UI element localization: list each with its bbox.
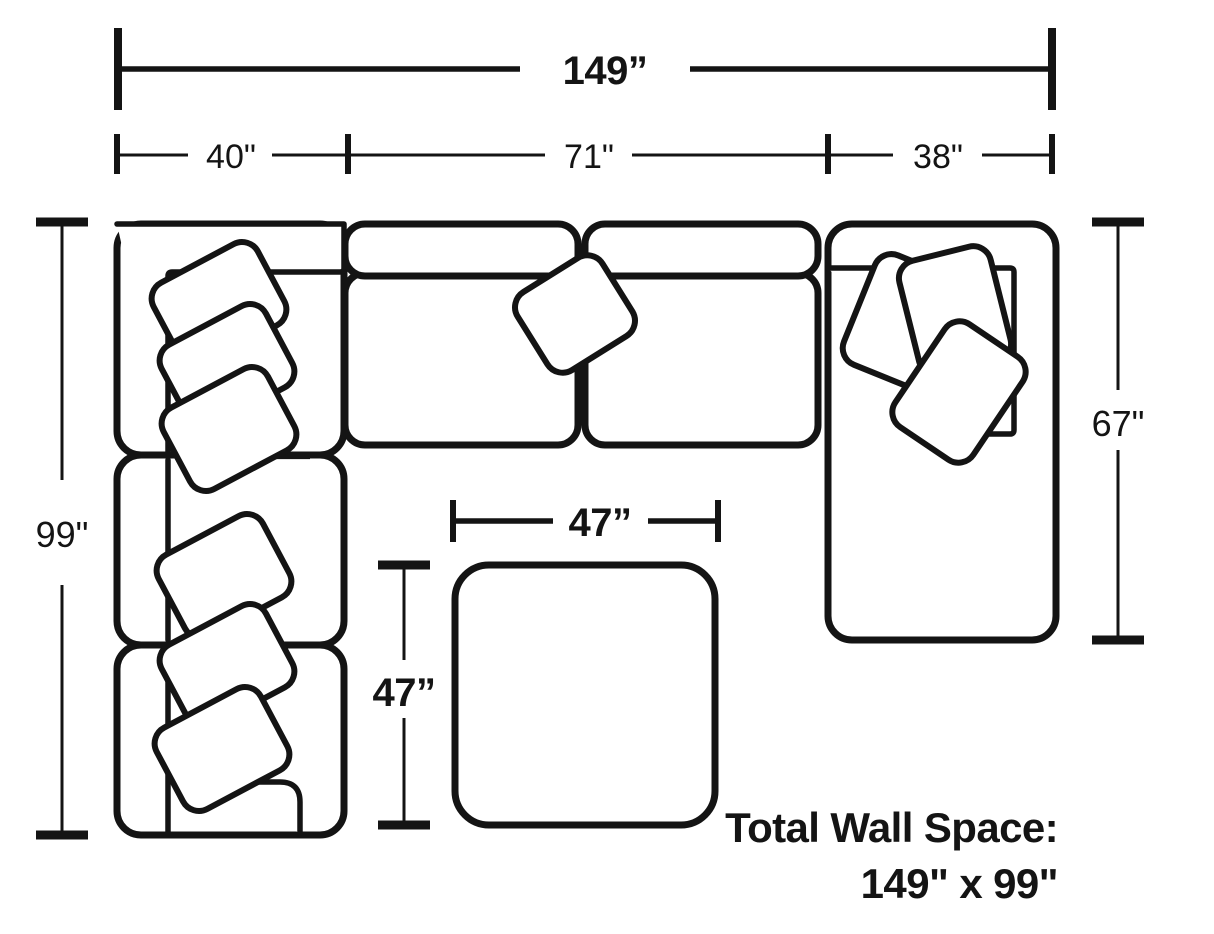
dimension-overall-width: 149” (114, 28, 1056, 110)
wall-space-line-1: Total Wall Space: (725, 804, 1058, 851)
left-run-pillows (148, 239, 300, 814)
center-seat-left-backrest (341, 220, 582, 280)
dimension-overall-depth: 99" (36, 217, 89, 840)
dim-label-segment-middle: 71" (564, 138, 614, 176)
dim-label-segment-left: 40" (206, 138, 256, 176)
pillow-left-6 (151, 684, 293, 814)
dim-label-ottoman-width: 47” (569, 501, 632, 545)
piece-ottoman[interactable] (451, 561, 719, 829)
dimension-ottoman-width: 47” (450, 500, 721, 545)
pillow-left-3 (158, 364, 300, 494)
pillow-right-3 (889, 318, 1029, 466)
pillow-center-1 (512, 252, 638, 376)
center-seat-right-backrest (581, 220, 822, 280)
wall-space-line-2: 149" x 99" (861, 860, 1058, 907)
dim-label-overall-width: 149” (563, 49, 648, 93)
dim-label-segment-right: 38" (913, 138, 963, 176)
dimension-right-depth: 67" (1092, 217, 1145, 645)
dim-label-ottoman-depth: 47” (373, 671, 436, 715)
right-chaise-pillows (839, 243, 1029, 466)
dimension-width-segments: 40" 71" 38" (114, 134, 1055, 176)
dimension-ottoman-depth: 47” (373, 560, 436, 830)
center-sofa-run[interactable] (341, 220, 822, 449)
total-wall-space-caption: Total Wall Space: 149" x 99" (725, 804, 1058, 907)
dim-label-overall-depth: 99" (36, 514, 89, 555)
dim-label-right-depth: 67" (1092, 403, 1145, 444)
